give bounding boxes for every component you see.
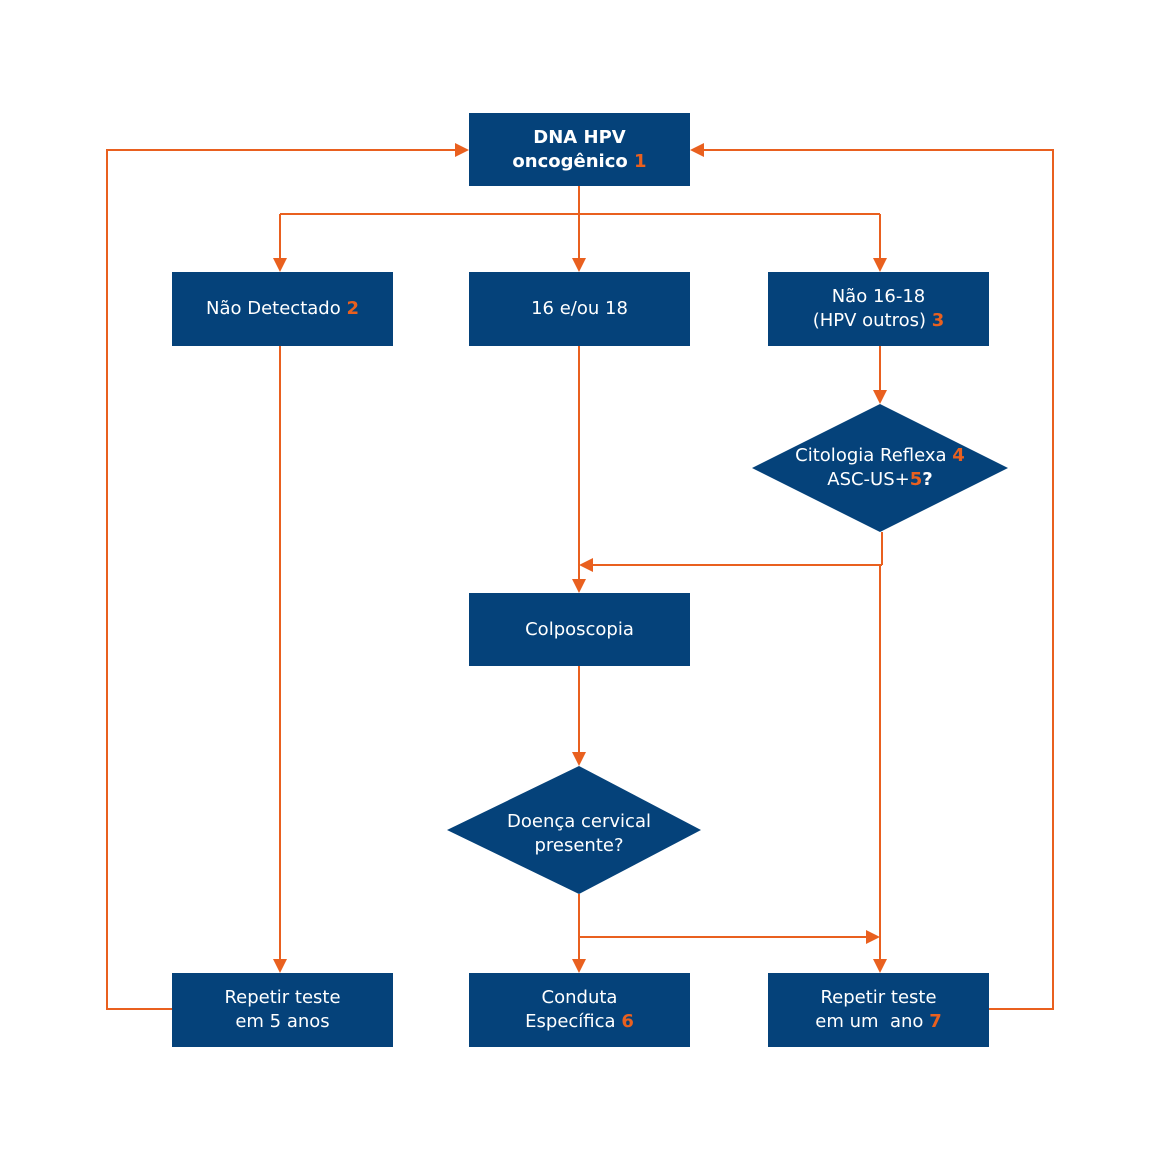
- citologia-title-text: Citologia Reflexa: [795, 445, 947, 466]
- repetir-5-subtitle: em 5 anos: [235, 1011, 330, 1032]
- citologia-title: Citologia Reflexa 4: [795, 444, 965, 468]
- step-number-3: 3: [931, 310, 945, 331]
- repetir-5-anos-box: Repetir teste em 5 anos: [172, 973, 393, 1047]
- conduta-title: Conduta: [541, 987, 618, 1008]
- dna-hpv-title: DNA HPV: [533, 126, 626, 148]
- step-number-7: 7: [929, 1011, 942, 1032]
- nao-16-18-box: Não 16-18 (HPV outros) 3: [768, 272, 989, 346]
- doenca-title: Doença cervical: [507, 811, 651, 832]
- doenca-diamond: [447, 766, 701, 894]
- step-number-6: 6: [621, 1011, 634, 1032]
- doenca-label: Doença cervical presente?: [474, 808, 684, 860]
- doenca-subtitle: presente?: [534, 835, 624, 856]
- conduta-box: Conduta Específica 6: [469, 973, 690, 1047]
- repetir-5-title: Repetir teste: [224, 987, 341, 1008]
- dna-hpv-box: DNA HPV oncogênico 1: [469, 113, 690, 186]
- colposcopia-box: Colposcopia: [469, 593, 690, 666]
- nao-16-18-subtitle: (HPV outros) 3: [813, 309, 945, 333]
- citologia-question-mark: ?: [922, 469, 933, 490]
- hpv-16-18-label: 16 e/ou 18: [531, 298, 628, 319]
- nao-detectado-box: Não Detectado 2: [172, 272, 393, 346]
- nao-detectado-label: Não Detectado 2: [206, 297, 359, 321]
- loop-repetir-1-to-dna: [690, 143, 1054, 1010]
- loop-repetir-5-to-dna: [106, 143, 469, 1010]
- repetir-1-subtitle: em um ano 7: [815, 1010, 941, 1034]
- step-number-4: 4: [952, 445, 965, 466]
- citologia-subtitle: ASC-US+5?: [827, 468, 932, 492]
- repetir-1-subtitle-text: em um ano: [815, 1011, 924, 1032]
- step-number-2: 2: [346, 298, 359, 319]
- citologia-diamond: [752, 404, 1008, 532]
- nao-16-18-subtitle-text: (HPV outros): [812, 310, 927, 331]
- repetir-1-ano-box: Repetir teste em um ano 7: [768, 973, 989, 1047]
- conduta-subtitle-text: Específica: [525, 1011, 616, 1032]
- repetir-1-title: Repetir teste: [820, 987, 937, 1008]
- step-number-5: 5: [909, 469, 923, 490]
- step-number-1: 1: [634, 150, 647, 172]
- colposcopia-label: Colposcopia: [525, 618, 634, 640]
- nao-detectado-text: Não Detectado: [206, 298, 341, 319]
- hpv-16-18-box: 16 e/ou 18: [469, 272, 690, 346]
- dna-hpv-subtitle: oncogênico 1: [512, 150, 646, 174]
- dna-hpv-subtitle-text: oncogênico: [512, 150, 628, 172]
- nao-16-18-title: Não 16-18: [831, 286, 926, 307]
- conduta-subtitle: Específica 6: [525, 1010, 634, 1034]
- citologia-label: Citologia Reflexa 4 ASC-US+5?: [770, 440, 990, 496]
- citologia-subtitle-text: ASC-US+: [827, 469, 910, 490]
